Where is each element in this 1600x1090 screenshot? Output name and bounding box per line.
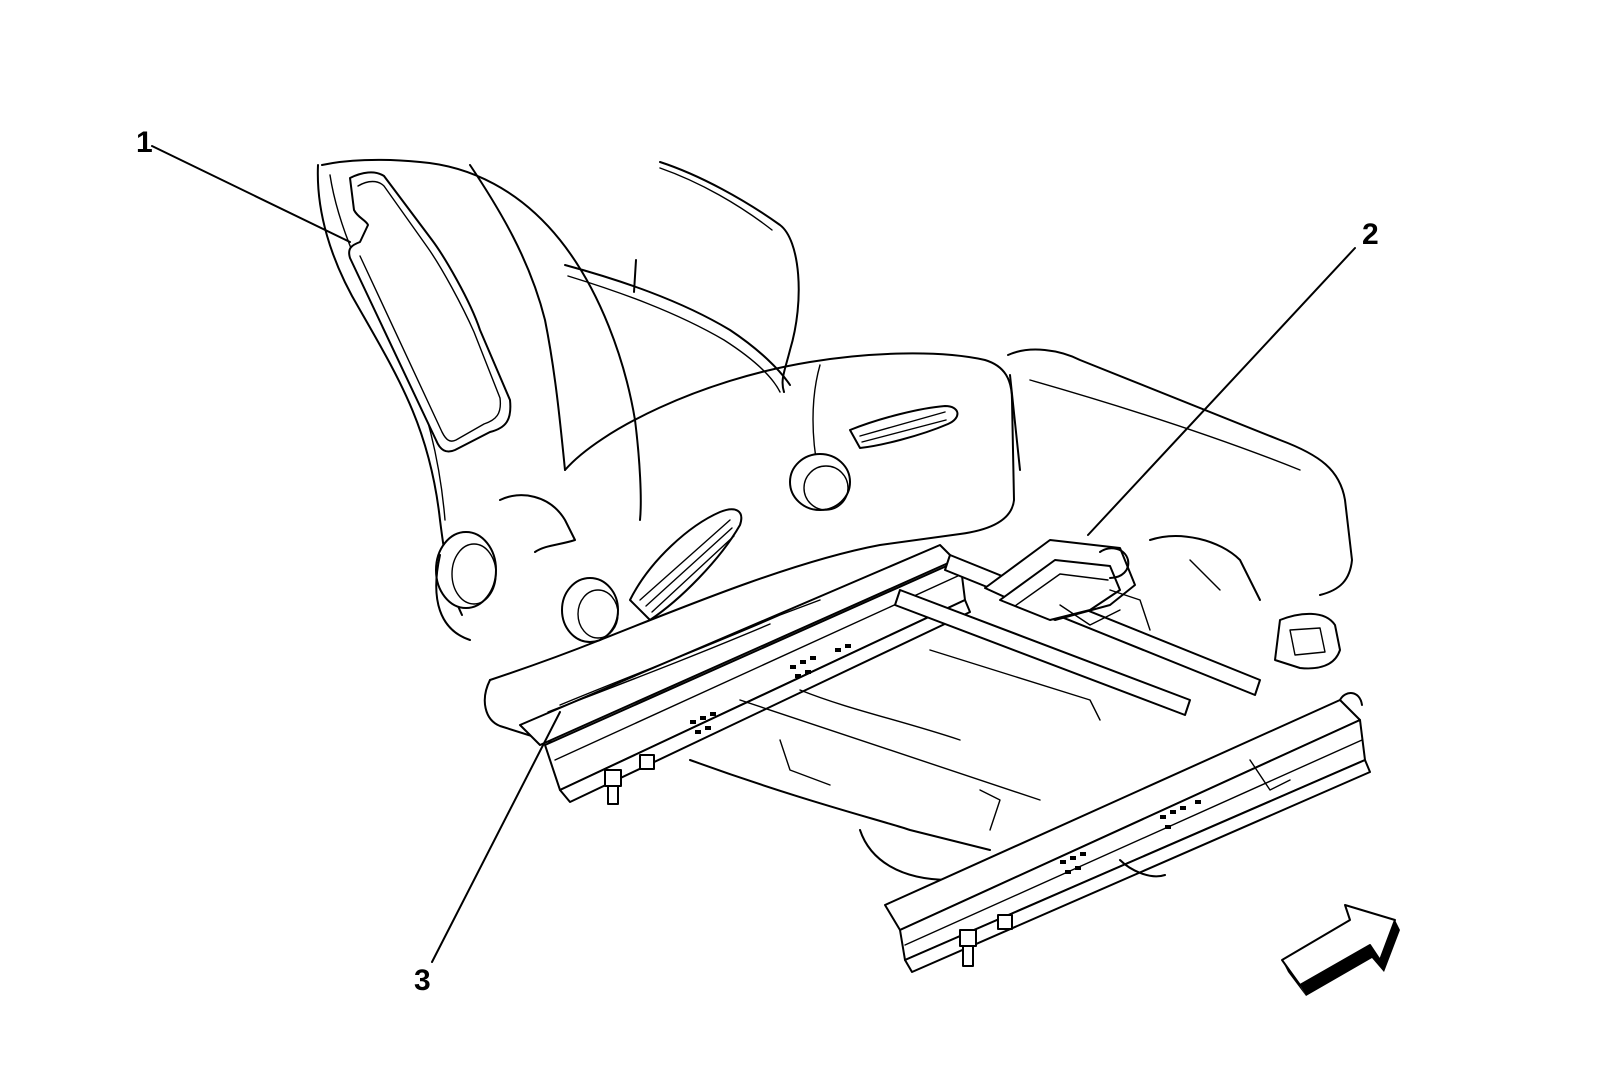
callout-2: 2 <box>1362 218 1379 251</box>
seat-module <box>984 535 1261 631</box>
seat-back <box>316 158 800 616</box>
leader-line-1 <box>151 145 351 243</box>
callout-1: 1 <box>136 126 153 159</box>
leader-line-3 <box>431 711 561 963</box>
leader-line-2 <box>1087 247 1356 536</box>
forward-arrow-icon <box>1281 904 1400 996</box>
leader-lines <box>151 145 1356 963</box>
seat-cushion <box>435 348 1353 746</box>
callout-3: 3 <box>414 964 431 997</box>
left-seat-track <box>519 544 971 805</box>
right-seat-track <box>884 612 1371 973</box>
